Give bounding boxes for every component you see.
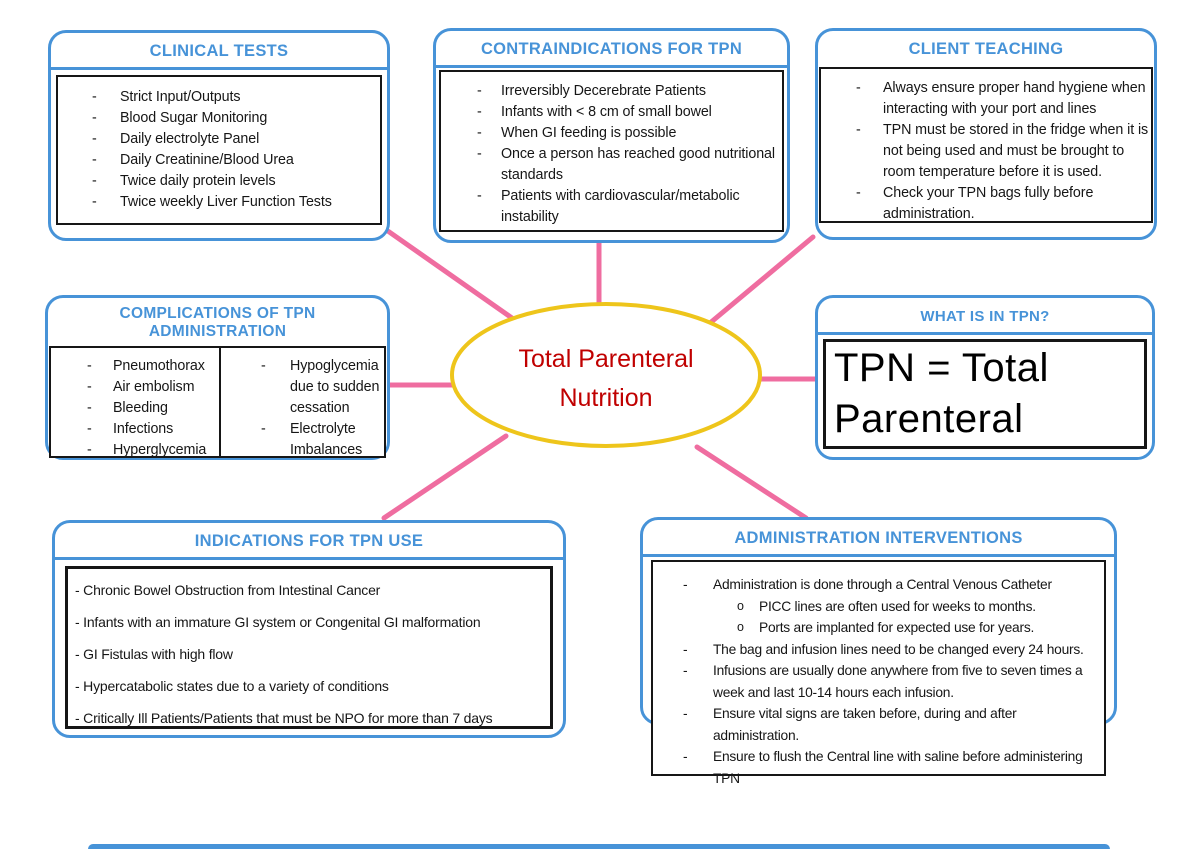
complications-title: COMPLICATIONS OF TPN ADMINISTRATION — [48, 298, 387, 346]
list-item: Ensure vital signs are taken before, dur… — [653, 703, 1104, 746]
list-item: Infants with < 8 cm of small bowel — [441, 102, 782, 123]
list-item: Daily electrolyte Panel — [58, 129, 380, 150]
connector-client-teaching — [707, 234, 816, 326]
list-item: Chronic Bowel Obstruction from Intestina… — [75, 580, 546, 600]
client-teaching-title: CLIENT TEACHING — [908, 40, 1064, 58]
client-teaching-box: CLIENT TEACHING Always ensure proper han… — [815, 28, 1157, 240]
list-item: Bleeding — [51, 398, 219, 419]
list-item: Infections — [51, 419, 219, 440]
complications-right-list: Hypoglycemia due to sudden cessation Ele… — [221, 356, 384, 461]
administration-box: ADMINISTRATION INTERVENTIONS Administrat… — [640, 517, 1117, 786]
client-teaching-body: Always ensure proper hand hygiene when i… — [819, 67, 1153, 223]
list-item: Hyperglycemia — [51, 440, 219, 461]
administration-title: ADMINISTRATION INTERVENTIONS — [643, 520, 1114, 557]
list-item: Ensure to flush the Central line with sa… — [653, 746, 1104, 789]
list-item: Always ensure proper hand hygiene when i… — [821, 78, 1151, 120]
indications-title: INDICATIONS FOR TPN USE — [55, 523, 563, 560]
list-item: The bag and infusion lines need to be ch… — [653, 639, 1104, 661]
list-item: Hypoglycemia due to sudden cessation — [221, 356, 384, 419]
list-item: Pneumothorax — [51, 356, 219, 377]
tpn-definition-line1: TPN = Total — [834, 346, 1049, 390]
clinical-tests-list: Strict Input/Outputs Blood Sugar Monitor… — [58, 87, 380, 213]
contraindications-box: CONTRAINDICATIONS FOR TPN Irreversibly D… — [433, 28, 790, 243]
list-item: Infusions are usually done anywhere from… — [653, 660, 1104, 703]
contraindications-title: CONTRAINDICATIONS FOR TPN — [436, 31, 787, 68]
clinical-tests-title: CLINICAL TESTS — [51, 33, 387, 70]
complications-box: COMPLICATIONS OF TPN ADMINISTRATION Pneu… — [45, 295, 390, 461]
complications-title-line2: ADMINISTRATION — [148, 323, 287, 340]
connector-administration — [694, 444, 809, 521]
list-item: Daily Creatinine/Blood Urea — [58, 150, 380, 171]
list-item: TPN must be stored in the fridge when it… — [821, 120, 1151, 183]
sub-list-item: PICC lines are often used for weeks to m… — [653, 596, 1104, 618]
list-item: Patients with cardiovascular/metabolic i… — [441, 186, 782, 228]
tpn-definition-line2: Parenteral — [834, 397, 1024, 441]
list-item: When GI feeding is possible — [441, 123, 782, 144]
complications-left-column: Pneumothorax Air embolism Bleeding Infec… — [51, 348, 219, 461]
contraindications-body: Irreversibly Decerebrate Patients Infant… — [439, 70, 784, 232]
list-item: Hypercatabolic states due to a variety o… — [75, 676, 546, 696]
cutoff-box-top-edge — [88, 844, 1110, 849]
list-item: Administration is done through a Central… — [653, 574, 1104, 596]
contraindications-list: Irreversibly Decerebrate Patients Infant… — [441, 81, 782, 228]
complications-right-column: Hypoglycemia due to sudden cessation Ele… — [219, 348, 384, 458]
list-item: Critically Ill Patients/Patients that mu… — [75, 708, 546, 728]
administration-body: Administration is done through a Central… — [651, 560, 1106, 786]
sub-list-item: Ports are implanted for expected use for… — [653, 617, 1104, 639]
list-item: GI Fistulas with high flow — [75, 644, 546, 664]
list-item: Blood Sugar Monitoring — [58, 108, 380, 129]
list-item: Twice weekly Liver Function Tests — [58, 192, 380, 213]
indications-box: INDICATIONS FOR TPN USE Chronic Bowel Ob… — [52, 520, 566, 738]
list-item: Strict Input/Outputs — [58, 87, 380, 108]
list-item: Electrolyte Imbalances — [221, 419, 384, 461]
list-item: Air embolism — [51, 377, 219, 398]
what-is-in-tpn-body: TPN = Total Parenteral — [823, 339, 1147, 449]
center-topic-line1: Total Parenteral — [518, 345, 694, 373]
what-is-in-tpn-title: WHAT IS IN TPN? — [818, 298, 1152, 335]
center-topic-label: Total Parenteral Nutrition — [456, 340, 756, 418]
complications-left-list: Pneumothorax Air embolism Bleeding Infec… — [51, 356, 219, 461]
list-item: Once a person has reached good nutrition… — [441, 144, 782, 186]
clinical-tests-body: Strict Input/Outputs Blood Sugar Monitor… — [56, 75, 382, 225]
list-item: Infants with an immature GI system or Co… — [75, 612, 546, 632]
client-teaching-list: Always ensure proper hand hygiene when i… — [821, 78, 1151, 225]
center-topic-line2: Nutrition — [559, 384, 653, 412]
indications-body: Chronic Bowel Obstruction from Intestina… — [65, 566, 553, 729]
complications-body: Pneumothorax Air embolism Bleeding Infec… — [49, 346, 386, 461]
list-item: Irreversibly Decerebrate Patients — [441, 81, 782, 102]
list-item: Twice daily protein levels — [58, 171, 380, 192]
administration-list: Administration is done through a Central… — [653, 574, 1104, 789]
complications-title-line1: COMPLICATIONS OF TPN — [119, 305, 316, 322]
what-is-in-tpn-box: WHAT IS IN TPN? TPN = Total Parenteral — [815, 295, 1155, 460]
connector-indications — [381, 433, 509, 521]
clinical-tests-box: CLINICAL TESTS Strict Input/Outputs Bloo… — [48, 30, 390, 241]
list-item: Check your TPN bags fully before adminis… — [821, 183, 1151, 225]
